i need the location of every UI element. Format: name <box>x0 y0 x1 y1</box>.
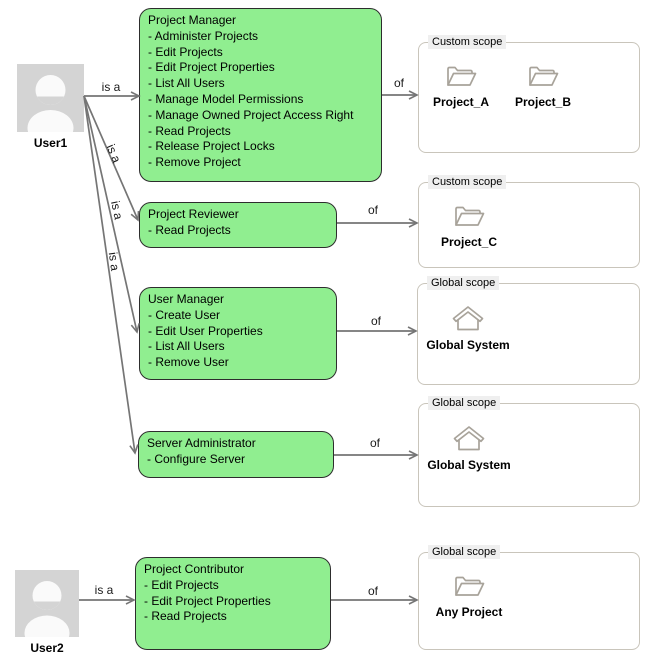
edge-label-of: of <box>370 436 381 450</box>
role-title: Project Reviewer <box>148 207 239 221</box>
scope-items: Project_C <box>419 183 639 249</box>
role-box-server-administrator: Server Administrator - Configure Server <box>138 431 334 478</box>
scope-item: Global System <box>427 424 511 472</box>
role-permissions: - Administer Projects- Edit Projects- Ed… <box>148 29 373 171</box>
role-title: Project Manager <box>148 13 237 27</box>
edge-label-is-a: is a <box>95 583 114 597</box>
permission-line: - Edit Project Properties <box>144 593 271 608</box>
edge-label-of: of <box>368 203 379 217</box>
edge-label-is-a: is a <box>108 200 126 221</box>
edge-user1-user-manager <box>83 95 140 334</box>
permission-line: - Administer Projects <box>148 28 259 43</box>
scope-item-label: Any Project <box>435 605 503 619</box>
scope-item-label: Project_B <box>514 95 572 109</box>
permission-line: - Edit Projects <box>144 577 219 592</box>
edge-user1-project-reviewer <box>83 95 140 222</box>
permission-line: - Edit User Properties <box>148 323 263 338</box>
scope-box-global-1: Global scope Global System <box>417 276 640 385</box>
scope-item: Project_B <box>505 63 581 109</box>
scope-legend: Global scope <box>428 545 501 559</box>
edge-user1-server-administrator <box>83 95 139 455</box>
home-icon <box>452 306 484 331</box>
permission-line: - List All Users <box>148 76 225 91</box>
permission-line: - Remove Project <box>148 155 241 170</box>
folder-icon <box>447 66 477 86</box>
scope-legend: Custom scope <box>428 35 507 49</box>
scope-box-custom-1: Custom scope Project_A Project_B <box>418 35 640 153</box>
permission-line: - List All Users <box>148 339 225 354</box>
scope-box-global-3: Global scope Any Project <box>418 545 640 650</box>
scope-items: Project_A Project_B <box>419 43 639 109</box>
scope-items: Global System <box>419 404 639 472</box>
permission-line: - Manage Owned Project Access Right <box>148 107 354 122</box>
role-permissions: - Read Projects <box>148 223 328 239</box>
user-label: User2 <box>30 641 64 655</box>
home-icon <box>453 426 485 451</box>
scope-legend: Global scope <box>428 396 501 410</box>
edge-label-is-a: is a <box>104 142 124 165</box>
role-permissions: - Configure Server <box>147 452 325 468</box>
edge-label-is-a: is a <box>106 251 123 272</box>
permission-line: - Release Project Locks <box>148 139 275 154</box>
scope-item-label: Project_A <box>432 95 490 109</box>
folder-icon <box>529 66 559 86</box>
permission-line: - Read Projects <box>148 222 231 237</box>
scope-item: Project_C <box>431 203 507 249</box>
role-title: User Manager <box>148 292 225 306</box>
role-box-project-manager: Project Manager - Administer Projects- E… <box>139 8 382 182</box>
role-box-user-manager: User Manager - Create User- Edit User Pr… <box>139 287 337 380</box>
permission-line: - Manage Model Permissions <box>148 91 304 106</box>
scope-box-global-2: Global scope Global System <box>418 396 640 507</box>
permission-line: - Read Projects <box>144 609 227 624</box>
permission-line: - Configure Server <box>147 451 246 466</box>
scope-legend: Custom scope <box>428 175 507 189</box>
scope-box-custom-2: Custom scope Project_C <box>418 175 640 268</box>
permission-line: - Edit Projects <box>148 44 223 59</box>
role-title: Server Administrator <box>147 436 256 450</box>
user-label: User1 <box>33 136 68 150</box>
scope-item: Global System <box>426 304 510 352</box>
user-node-user1: User1 <box>17 64 84 150</box>
role-box-project-reviewer: Project Reviewer - Read Projects <box>139 202 337 248</box>
role-box-project-contributor: Project Contributor - Edit Projects- Edi… <box>135 557 331 650</box>
edge-label-is-a: is a <box>102 80 121 94</box>
user-avatar-icon <box>17 64 84 132</box>
edge-label-of: of <box>368 584 379 598</box>
scope-items: Global System <box>418 284 639 352</box>
permission-line: - Remove User <box>148 355 229 370</box>
scope-item-label: Global System <box>427 458 511 472</box>
folder-icon <box>455 206 485 226</box>
folder-icon <box>455 576 485 596</box>
scope-legend: Global scope <box>427 276 500 290</box>
role-permissions: - Edit Projects- Edit Project Properties… <box>144 578 322 625</box>
scope-item: Any Project <box>431 573 507 619</box>
user-avatar-icon <box>15 570 79 637</box>
permission-line: - Read Projects <box>148 123 231 138</box>
role-permissions: - Create User- Edit User Properties- Lis… <box>148 308 328 371</box>
user-node-user2: User2 <box>15 570 79 655</box>
scope-item-label: Global System <box>426 338 510 352</box>
edge-label-of: of <box>371 314 382 328</box>
edge-label-of: of <box>394 76 405 90</box>
scope-item-label: Project_C <box>440 235 498 249</box>
scope-items: Any Project <box>419 553 639 619</box>
scope-item: Project_A <box>423 63 499 109</box>
permission-line: - Create User <box>148 307 221 322</box>
permission-line: - Edit Project Properties <box>148 60 275 75</box>
role-title: Project Contributor <box>144 562 245 576</box>
